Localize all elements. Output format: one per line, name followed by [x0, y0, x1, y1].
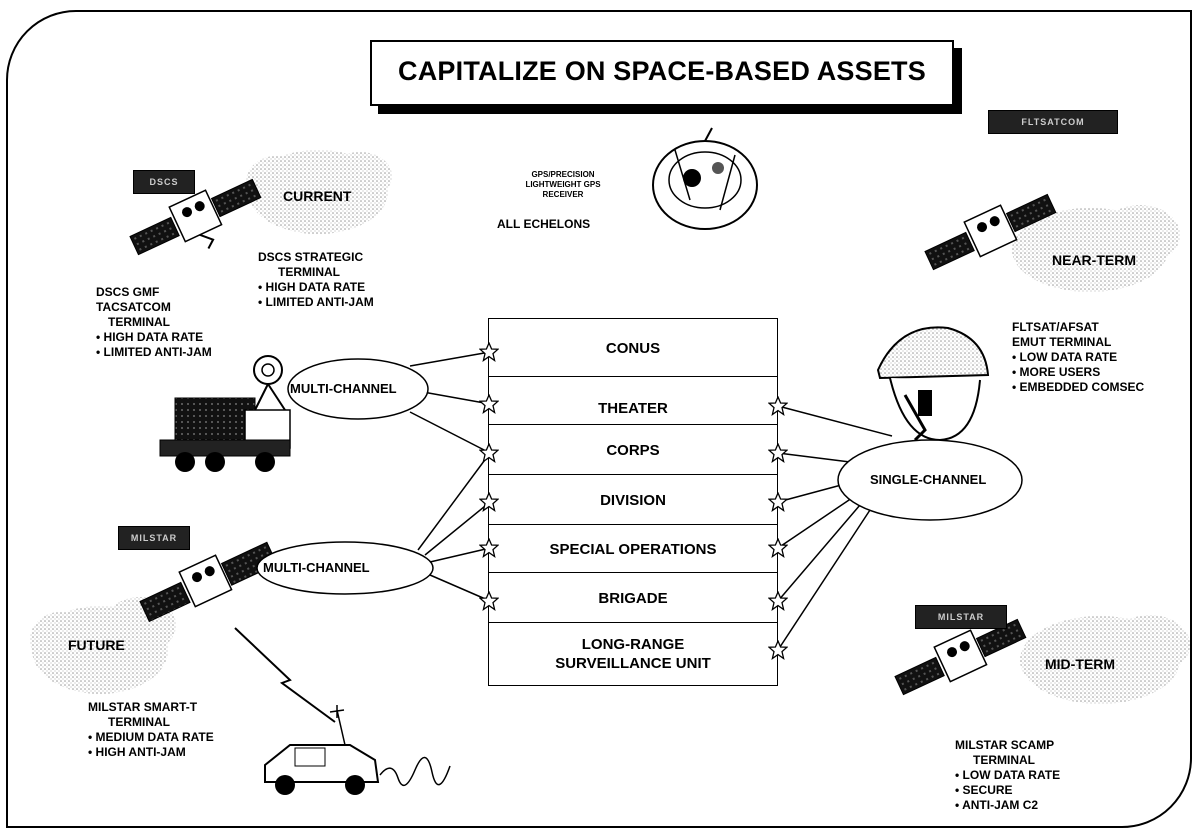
star-right-brigade — [769, 592, 787, 610]
star-left-division — [480, 493, 498, 511]
star-left-theater — [480, 395, 498, 413]
star-right-theater — [769, 397, 787, 415]
star-left-brigade — [480, 592, 498, 610]
star-right-special-ops — [769, 539, 787, 557]
star-right-corps — [769, 444, 787, 462]
star-left-conus — [480, 343, 498, 361]
star-right-lrsu — [769, 641, 787, 659]
star-left-corps — [480, 444, 498, 462]
star-right-division — [769, 493, 787, 511]
star-left-special-ops — [480, 539, 498, 557]
